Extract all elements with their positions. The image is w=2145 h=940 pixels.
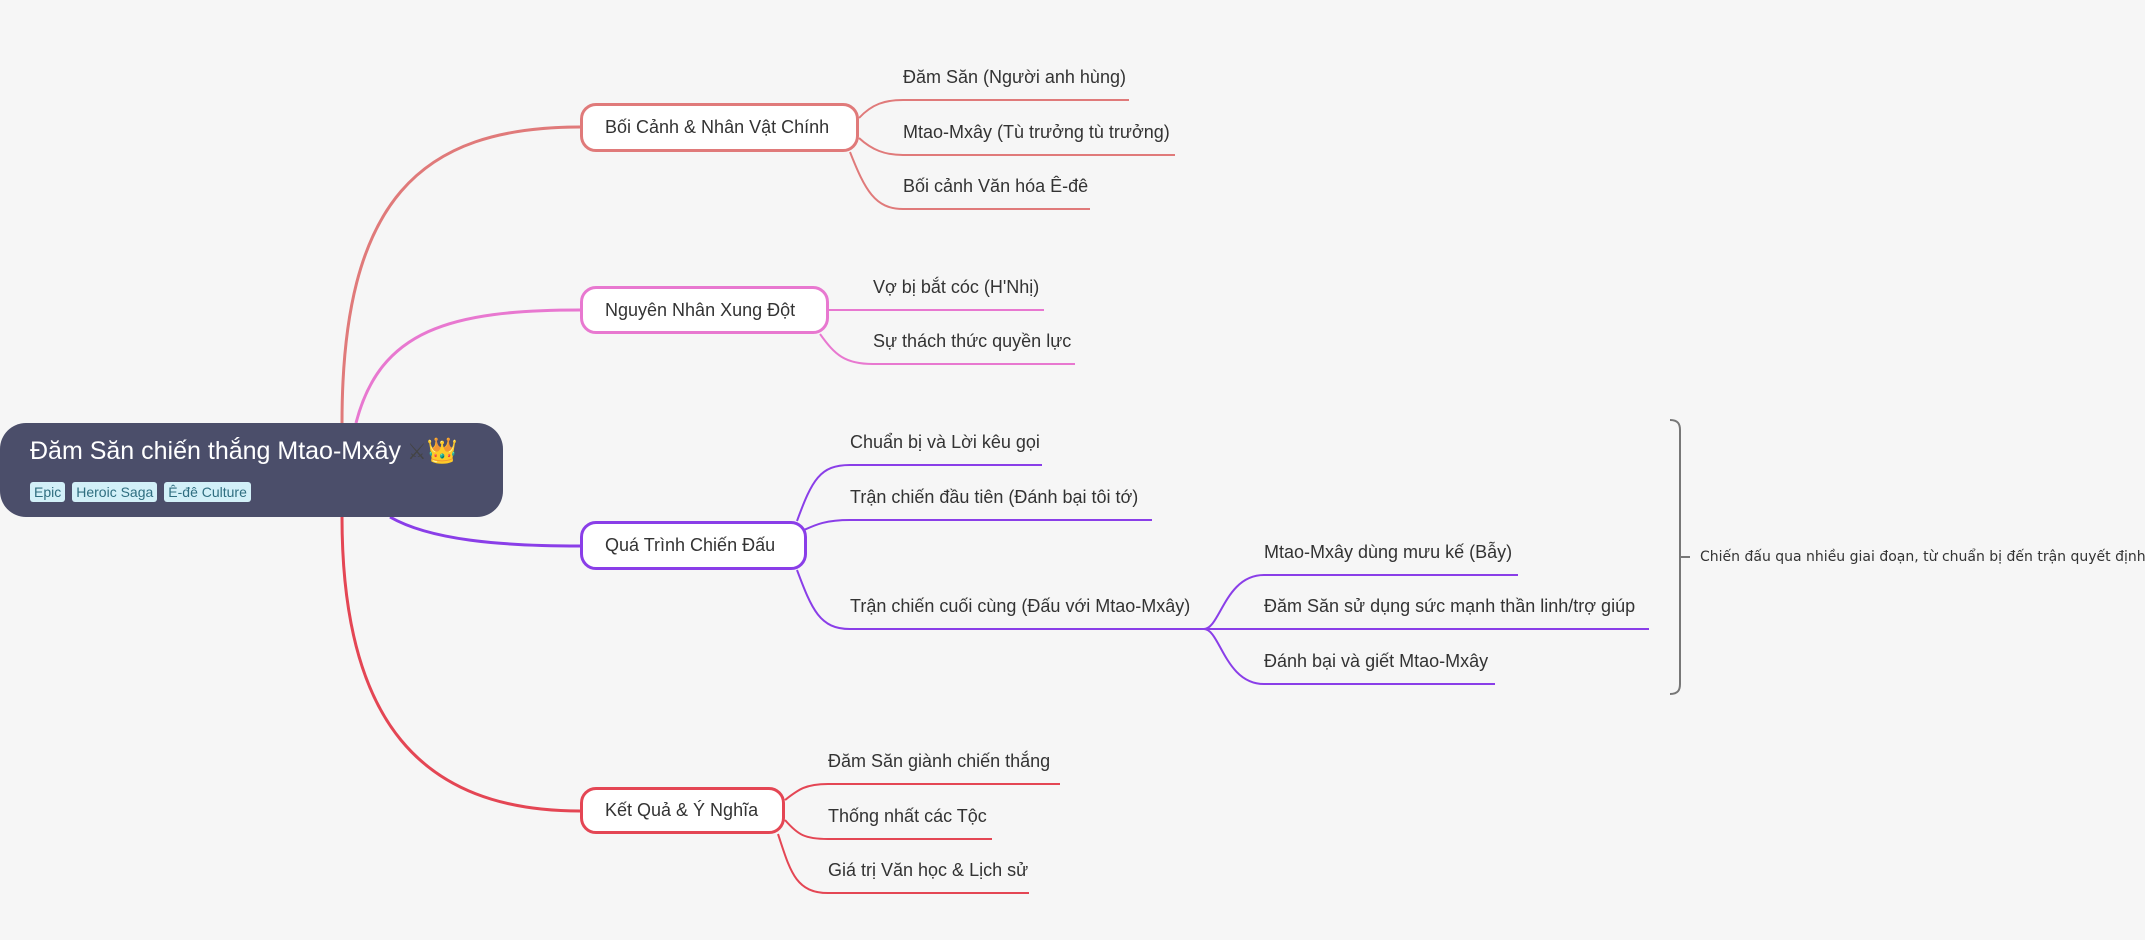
- leaf-node[interactable]: Bối cảnh Văn hóa Ê-đê: [903, 176, 1089, 196]
- link-root-b2: [354, 308, 581, 424]
- leaf-node[interactable]: Đăm Săn sử dụng sức mạnh thần linh/trợ g…: [1264, 596, 1636, 616]
- link-root-b1: [340, 125, 581, 424]
- tag: Ê-đê Culture: [164, 482, 251, 502]
- summary-note[interactable]: Chiến đấu qua nhiều giai đoạn, từ chuẩn …: [1700, 549, 2145, 565]
- branch-node[interactable]: Quá Trình Chiến Đấu: [580, 521, 807, 570]
- leaf-node[interactable]: Thống nhất các Tộc: [828, 806, 987, 826]
- leaf-node[interactable]: Mtao-Mxây dùng mưu kế (Bẫy): [1264, 542, 1513, 562]
- leaf-node[interactable]: Đăm Săn (Người anh hùng): [903, 67, 1126, 87]
- tag-list: Epic Heroic Saga Ê-đê Culture: [30, 482, 251, 502]
- root-title: Đăm Săn chiến thắng Mtao-Mxây: [30, 437, 402, 465]
- leaf-node[interactable]: Mtao-Mxây (Tù trưởng tù trưởng): [903, 122, 1170, 142]
- link-root-b3: [389, 515, 581, 548]
- branch-node[interactable]: Kết Quả & Ý Nghĩa: [580, 787, 785, 834]
- leaf-node[interactable]: Trận chiến đầu tiên (Đánh bại tôi tớ): [850, 487, 1139, 507]
- leaf-node[interactable]: Giá trị Văn học & Lịch sử: [828, 860, 1029, 880]
- leaf-node[interactable]: Chuẩn bị và Lời kêu gọi: [850, 432, 1040, 452]
- crown-icon: 👑: [426, 437, 458, 465]
- link-root-b4: [340, 516, 581, 813]
- leaf-node[interactable]: Đăm Săn giành chiến thắng: [828, 751, 1051, 771]
- leaf-node[interactable]: Trận chiến cuối cùng (Đấu với Mtao-Mxây): [850, 596, 1191, 616]
- branch-node[interactable]: Nguyên Nhân Xung Đột: [580, 286, 829, 334]
- tag: Epic: [30, 482, 66, 502]
- leaf-node[interactable]: Đánh bại và giết Mtao-Mxây: [1264, 651, 1489, 671]
- root-node[interactable]: Đăm Săn chiến thắng Mtao-Mxây⚔👑 Epic Her…: [0, 423, 503, 517]
- tag: Heroic Saga: [72, 482, 158, 502]
- leaf-node[interactable]: Vợ bị bắt cóc (H'Nhị): [873, 277, 1040, 297]
- branch-node[interactable]: Bối Cảnh & Nhân Vật Chính: [580, 103, 859, 152]
- summary-bracket: [1669, 419, 1690, 695]
- leaf-node[interactable]: Sự thách thức quyền lực: [873, 331, 1072, 351]
- swords-icon: ⚔: [407, 439, 427, 464]
